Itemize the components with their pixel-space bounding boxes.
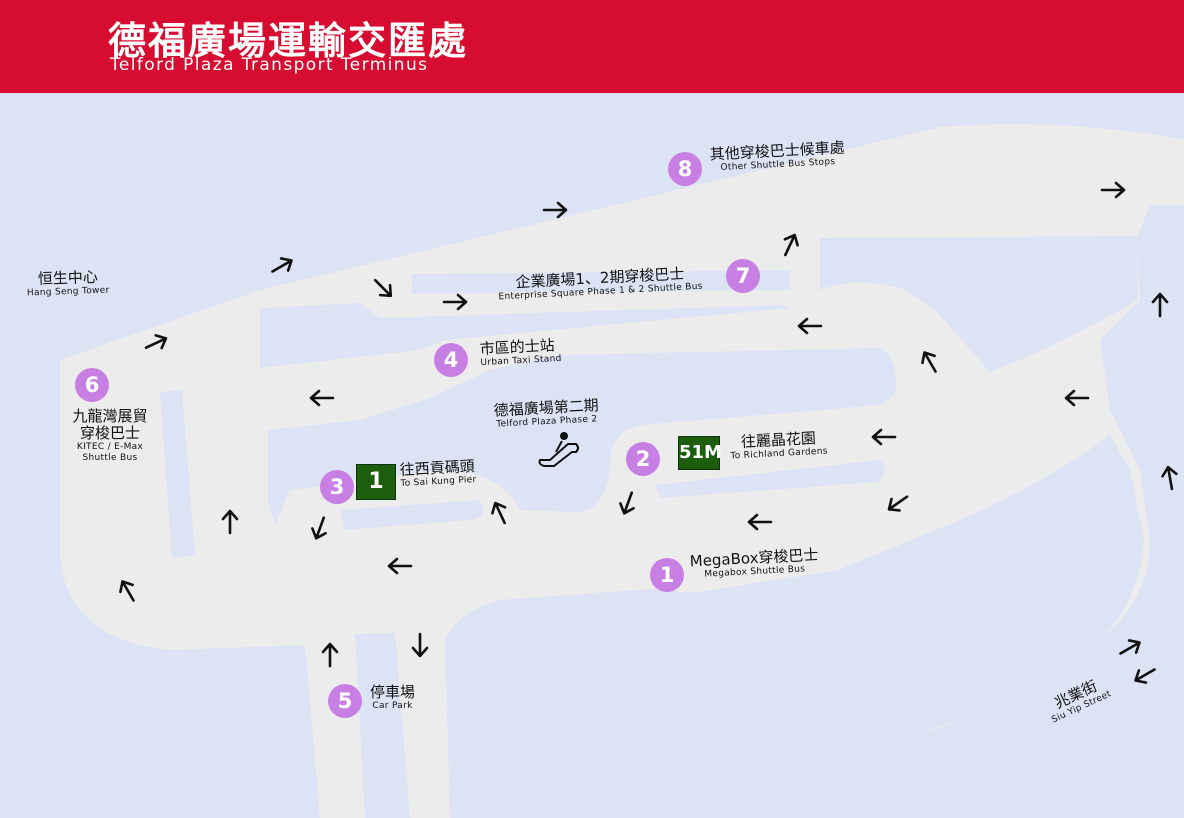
stop-6-en-line1: KITEC / E-Max — [76, 442, 144, 452]
arrow-icon — [1064, 389, 1090, 407]
traffic-islands — [160, 236, 1144, 818]
arrow-icon — [1161, 465, 1178, 491]
route-51m-box: 51M — [678, 436, 722, 470]
stop-6-badge: 6 — [75, 368, 109, 402]
arrow-icon — [619, 491, 635, 515]
arrow-icon — [442, 293, 468, 311]
stop-1-badge: 1 — [650, 558, 684, 592]
arrow-icon — [271, 257, 293, 273]
arrow-icon — [221, 509, 239, 535]
plaza-label: 德福廣場第二期 Telford Plaza Phase 2 — [493, 396, 599, 430]
escalator-icon — [538, 432, 579, 467]
hang-seng-tower-label: 恒生中心 Hang Seng Tower — [20, 268, 117, 299]
arrow-icon — [311, 516, 327, 540]
stop-6-en-line2: Shuttle Bus — [82, 453, 138, 463]
stop-6-zh-line1: 九龍灣展貿 — [72, 407, 148, 425]
arrow-icon — [887, 495, 909, 512]
arrow-icon — [1134, 668, 1156, 684]
arrow-icon — [491, 501, 507, 525]
stop-5-badge: 5 — [328, 684, 362, 718]
stop-4-badge: 4 — [434, 343, 468, 377]
arrow-icon — [797, 317, 823, 335]
title-english: Telford Plaza Transport Terminus — [110, 55, 429, 75]
arrow-icon — [309, 389, 335, 407]
stop-7-badge: 7 — [726, 259, 760, 293]
stop-6-zh-line2: 穿梭巴士 — [79, 424, 140, 442]
header-bar: 德福廣場運輸交匯處 Telford Plaza Transport Termin… — [0, 0, 1184, 93]
arrow-icon — [387, 557, 413, 575]
arrow-icon — [542, 201, 568, 219]
stop-5-label: 停車場 Car Park — [370, 684, 415, 712]
stop-5-en: Car Park — [372, 701, 413, 711]
stop-3-badge: 3 — [320, 470, 354, 504]
arrow-icon — [921, 351, 937, 373]
arrow-icon — [783, 233, 799, 257]
arrow-icon — [871, 428, 897, 446]
arrow-icon — [747, 513, 773, 531]
stop-8-badge: 8 — [668, 152, 702, 186]
stop-2-label: 往麗晶花園 To Richland Gardens — [729, 429, 828, 462]
stop-2-badge: 2 — [626, 442, 660, 476]
arrow-icon — [411, 632, 429, 658]
arrow-icon — [1119, 639, 1141, 655]
arrow-icon — [373, 278, 393, 298]
title-chinese: 德福廣場運輸交匯處 — [108, 19, 469, 63]
stop-4-label: 市區的士站 Urban Taxi Stand — [479, 336, 562, 369]
arrow-icon — [1151, 292, 1169, 318]
route-1-box: 1 — [356, 464, 396, 500]
arrow-icon — [119, 580, 135, 602]
arrow-icon — [1100, 181, 1126, 199]
arrow-icon — [321, 642, 339, 668]
terminus-map — [60, 124, 1184, 818]
stop-3-label: 往西貢碼頭 To Sai Kung Pier — [399, 457, 477, 490]
stop-6-label: 九龍灣展貿 穿梭巴士 KITEC / E-Max Shuttle Bus — [64, 408, 156, 464]
arrow-icon — [144, 334, 168, 350]
stop-5-zh: 停車場 — [370, 683, 416, 701]
